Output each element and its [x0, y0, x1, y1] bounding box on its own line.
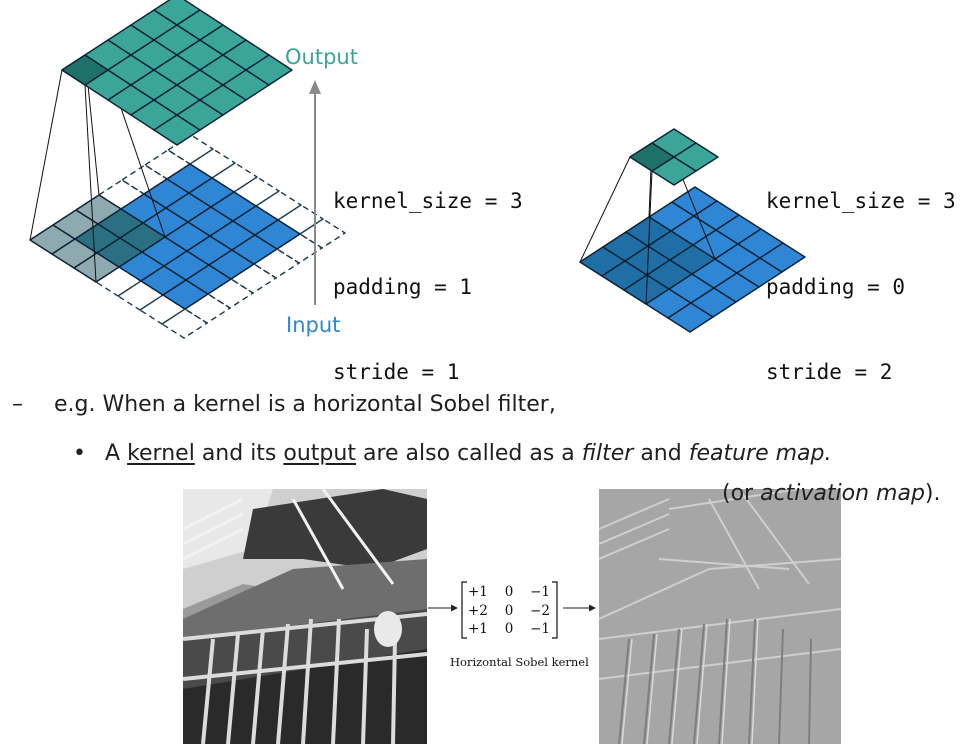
matrix-row: +2 0 −2 — [468, 602, 550, 619]
dash-bullet: – — [12, 392, 23, 417]
params-right: kernel_size = 3 padding = 0 stride = 2 — [766, 130, 956, 415]
term-activation-map: activation map — [760, 481, 925, 506]
sobel-caption: Horizontal Sobel kernel — [450, 655, 589, 669]
param-kernel-size: kernel_size = 3 — [333, 189, 523, 213]
output-cell — [673, 142, 719, 172]
input-label: Input — [286, 313, 341, 337]
matrix-row: +1 0 −1 — [468, 621, 550, 637]
kernel-window-left — [29, 194, 166, 283]
output-highlight-cell — [629, 142, 675, 172]
dot-bullet: • — [73, 441, 86, 466]
matrix-brackets — [461, 581, 558, 639]
param-stride: stride = 1 — [333, 360, 460, 384]
padding-cell — [189, 148, 236, 179]
term-feature-map: feature map. — [688, 441, 832, 466]
param-padding: padding = 0 — [766, 274, 906, 299]
arrow-right-icon — [563, 604, 596, 612]
padding-cell — [161, 308, 208, 339]
output-cell — [245, 54, 293, 86]
line-activation-map: (or activation map). — [722, 481, 941, 506]
term-output: output — [283, 441, 356, 466]
arrow-up-icon — [309, 80, 321, 305]
feature-map-image — [599, 489, 841, 744]
padding-cell — [233, 176, 280, 207]
param-kernel-size: kernel_size = 3 — [766, 189, 956, 213]
padding-cell — [299, 218, 346, 249]
output-label: Output — [285, 45, 358, 69]
projection-line — [645, 170, 653, 305]
output-grid-left — [61, 0, 293, 146]
matrix-row: +1 0 −1 — [468, 584, 550, 600]
line-sobel-intro: e.g. When a kernel is a horizontal Sobel… — [54, 392, 556, 417]
padding-cell — [211, 162, 258, 193]
padding-cell — [255, 190, 302, 221]
sobel-matrix: +1 0 −1 +2 0 −2 +1 0 −1 — [468, 583, 552, 639]
params-left: kernel_size = 3 padding = 1 stride = 1 — [333, 130, 523, 415]
param-stride: stride = 2 — [766, 360, 893, 384]
output-grid-right — [629, 128, 719, 186]
term-kernel: kernel — [127, 441, 195, 466]
padding-cell — [277, 204, 324, 235]
stairs-photo — [183, 489, 427, 744]
projection-line — [84, 84, 97, 283]
projection-line — [29, 69, 63, 241]
term-filter: filter — [581, 441, 634, 466]
input-cell — [254, 219, 301, 250]
padding-cell — [167, 134, 214, 165]
output-highlight-cell — [61, 54, 109, 86]
projection-line — [579, 156, 631, 263]
arrow-right-icon — [428, 604, 458, 612]
input-cell — [759, 242, 806, 273]
line-kernel-def: A kernel and its output are also called … — [105, 441, 832, 466]
param-padding: padding = 1 — [333, 274, 473, 299]
